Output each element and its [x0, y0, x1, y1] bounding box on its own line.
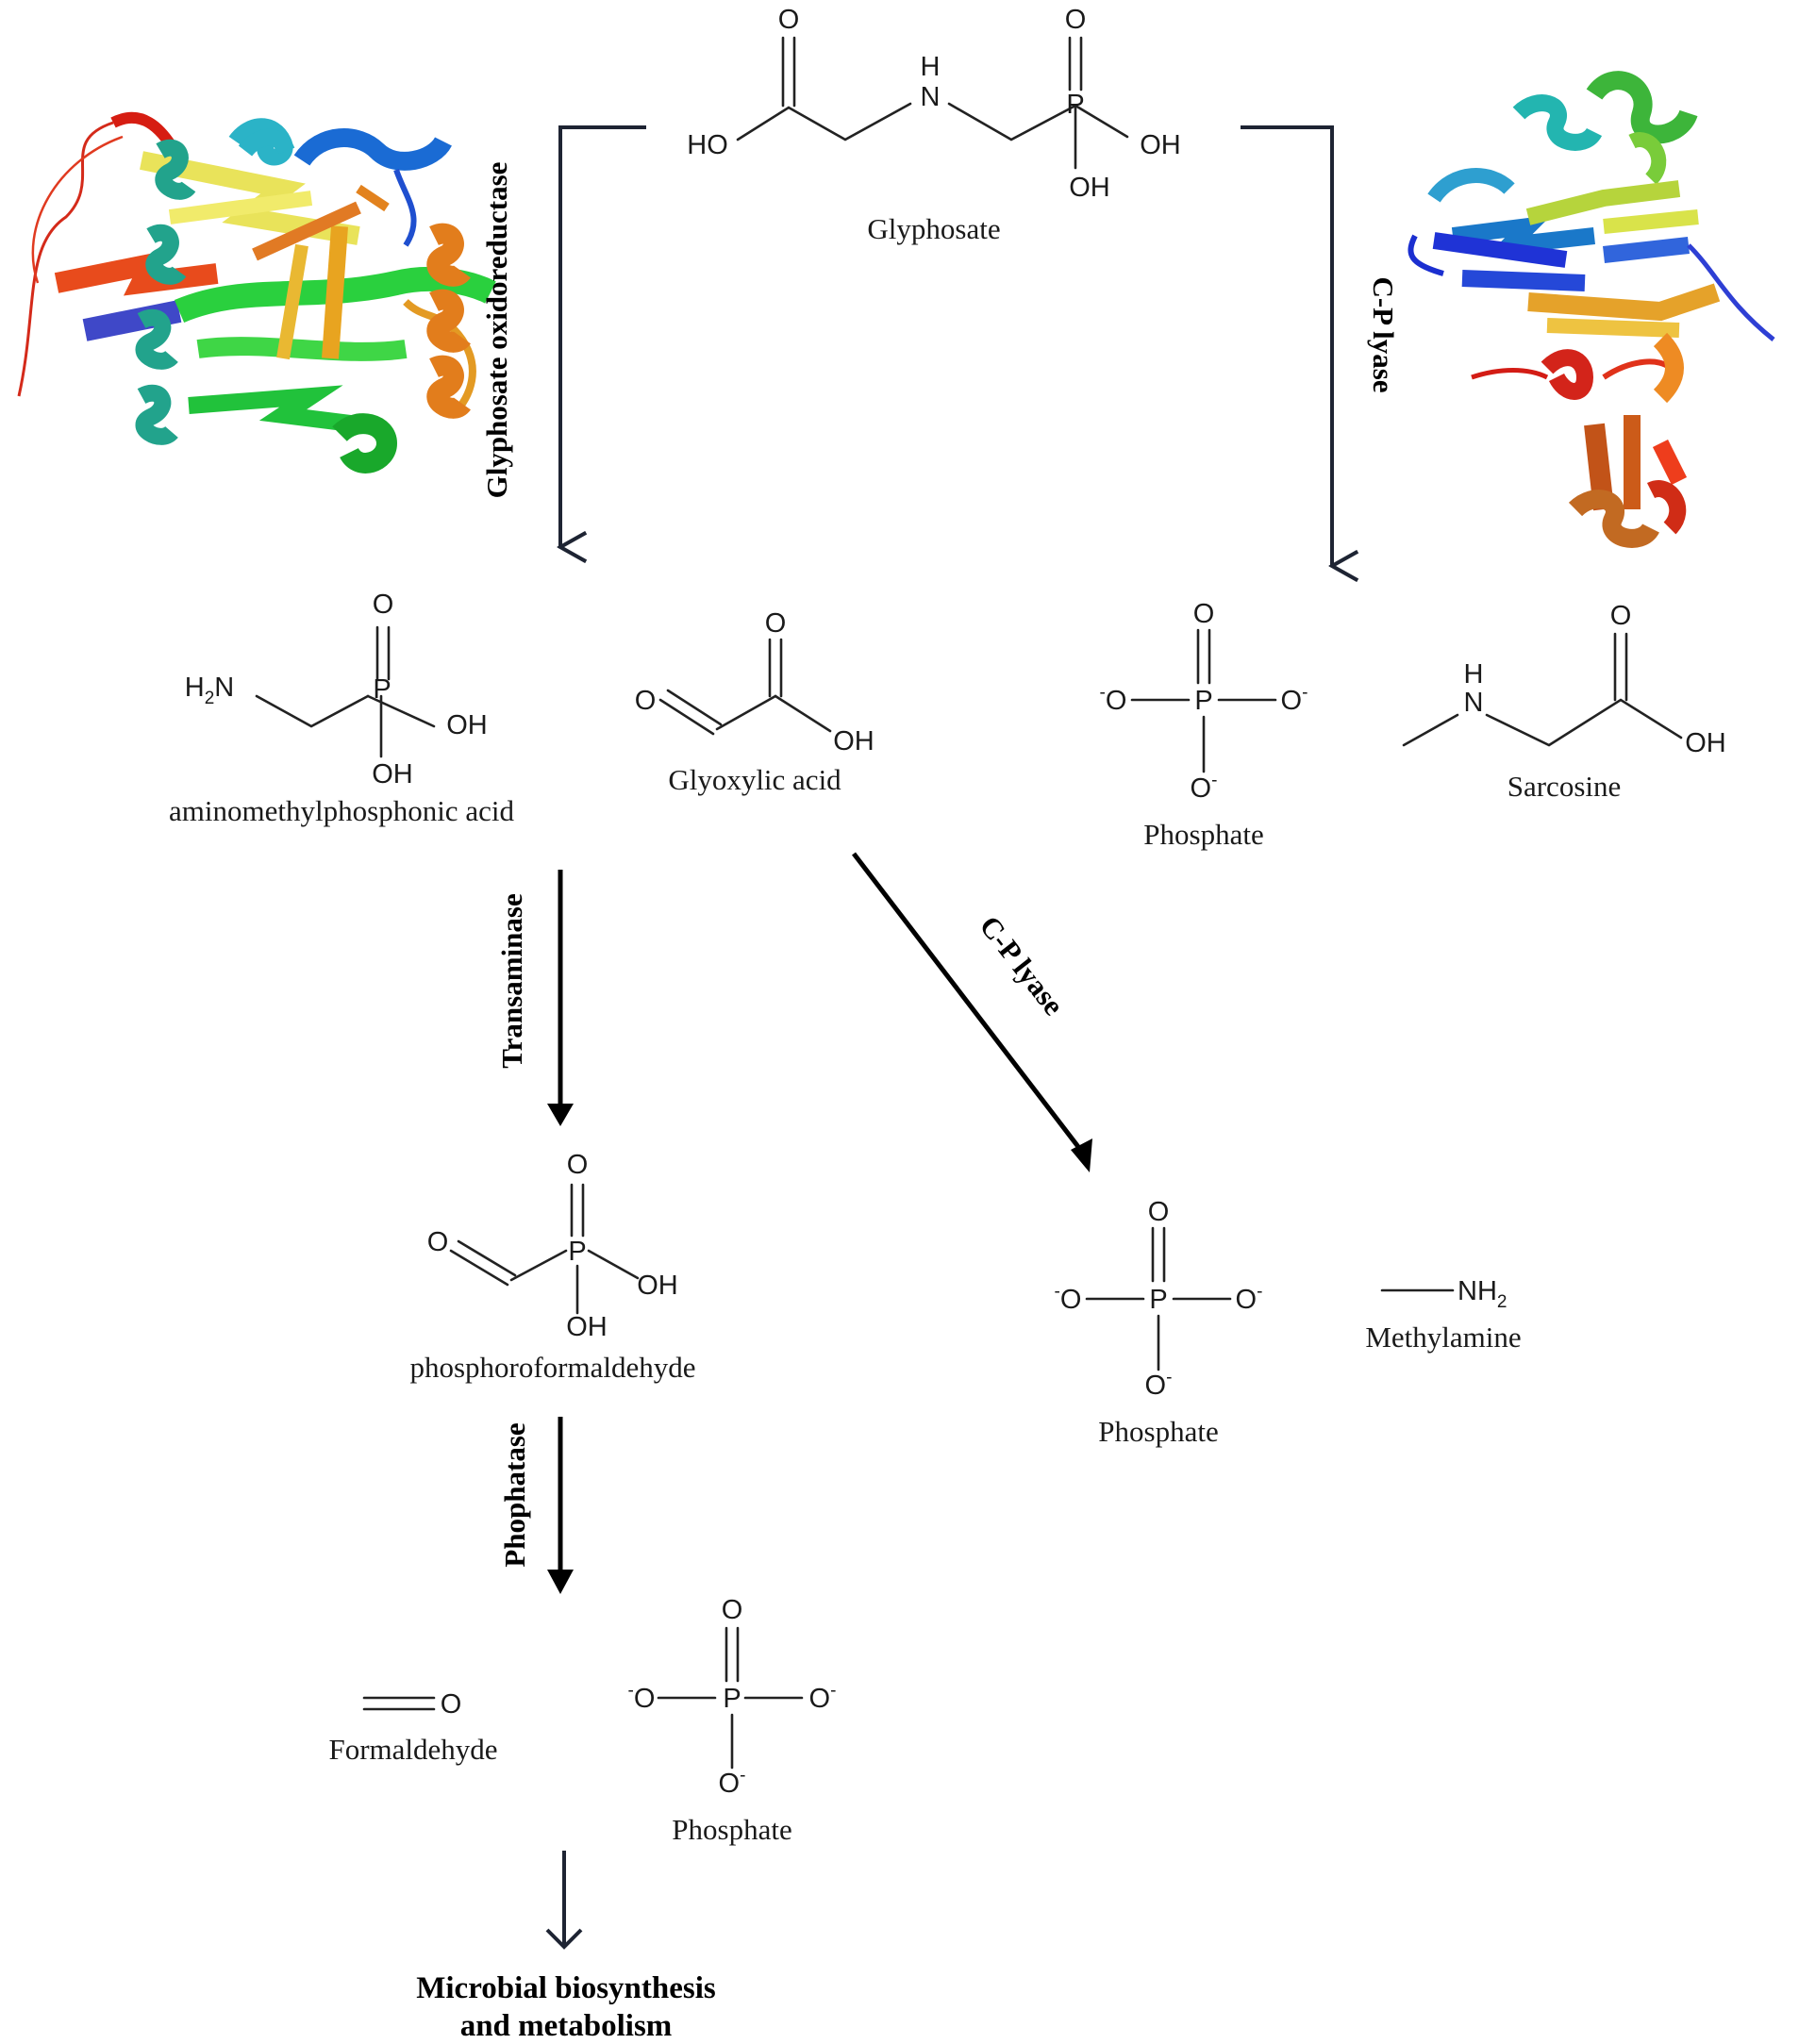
enzyme-label-transaminase: Transaminase: [495, 893, 528, 1068]
compound-name-phosphate-bottom: Phosphate: [672, 1813, 791, 1846]
atom-O: O-: [1281, 683, 1308, 716]
atom-O: O-: [1145, 1368, 1173, 1401]
atom-H: H2N: [185, 673, 234, 708]
compound-name-phosphoroformaldehyde: phosphoroformaldehyde: [409, 1351, 695, 1384]
phosphoroformaldehyde-structure: O P O OH OH: [427, 1150, 678, 1342]
atom-P: P: [1149, 1285, 1167, 1315]
atom-P: P: [1066, 90, 1084, 120]
atom-O: O: [722, 1595, 743, 1625]
compound-name-glyoxylic-acid: Glyoxylic acid: [668, 763, 841, 796]
atom-NH: NH2: [1458, 1276, 1507, 1312]
atom-N: N: [1464, 688, 1484, 718]
compound-name-phosphate-mid: Phosphate: [1098, 1415, 1218, 1448]
atom-OH: OH: [1685, 728, 1726, 758]
sarcosine-structure: H N O OH: [1402, 601, 1726, 758]
glyphosate-structure: O HO H N P O OH OH: [687, 5, 1181, 203]
atom-H: H: [921, 52, 941, 82]
atom-O: -O: [1100, 683, 1127, 716]
atom-OH: OH: [1069, 173, 1110, 203]
enzyme-label-cp-lyase-right: C-P lyase: [1367, 276, 1400, 392]
atom-O: O: [1193, 599, 1215, 629]
atom-O: O: [1148, 1197, 1170, 1227]
atom-OH: OH: [1140, 130, 1181, 160]
atom-O: O: [427, 1227, 449, 1257]
atom-O: O-: [719, 1766, 746, 1799]
compound-name-glyphosate: Glyphosate: [867, 212, 1000, 245]
compound-name-sarcosine: Sarcosine: [1507, 770, 1622, 803]
methylamine-structure: NH2: [1380, 1276, 1507, 1312]
protein-structure-right-image: [1408, 71, 1775, 548]
compound-name-methylamine: Methylamine: [1365, 1321, 1521, 1354]
atom-O: -O: [1055, 1282, 1082, 1315]
atom-O: O: [635, 686, 657, 716]
atom-P: P: [1194, 686, 1212, 716]
atom-P: P: [373, 674, 391, 705]
phosphate-bottom-structure: -O P O O- O-: [628, 1595, 837, 1799]
arrow-to-microbial-metabolism: [545, 1851, 583, 1950]
atom-O: O-: [1236, 1282, 1263, 1315]
glyoxylic-acid-structure: O O OH: [635, 608, 875, 756]
atom-O: O: [1610, 601, 1632, 631]
formaldehyde-structure: O: [362, 1689, 462, 1720]
arrow-glyphosate-to-sarcosine: [1241, 125, 1332, 566]
atom-O: O-: [1191, 771, 1218, 804]
atom-H: H: [1464, 659, 1484, 690]
atom-O: -O: [628, 1681, 656, 1714]
enzyme-label-cp-lyase-diagonal: C-P lyase: [974, 909, 1071, 1022]
ampa-structure: H2N P O OH OH: [185, 590, 488, 789]
atom-P: P: [723, 1684, 741, 1714]
compound-name-phosphate-top: Phosphate: [1143, 818, 1263, 851]
enzyme-label-glyphosate-oxidoreductase: Glyphosate oxidoreductase: [480, 162, 513, 499]
atom-O: O: [778, 5, 800, 35]
arrow-ampa-to-methylamine: [852, 852, 1092, 1172]
arrow-glyphosate-to-ampa: [560, 125, 646, 547]
final-product-line2: and metabolism: [460, 2009, 673, 2043]
atom-O: O: [373, 590, 394, 620]
atom-OH: OH: [833, 726, 875, 756]
atom-O: O: [567, 1150, 589, 1180]
atom-OH: OH: [566, 1312, 608, 1342]
compound-name-formaldehyde: Formaldehyde: [328, 1733, 497, 1766]
arrow-ampa-to-phosphoroformaldehyde: [547, 870, 574, 1126]
protein-structure-left-image: [17, 111, 496, 474]
enzyme-label-phosphatase: Phophatase: [498, 1422, 531, 1567]
compound-name-ampa: aminomethylphosphonic acid: [169, 794, 514, 827]
atom-OH: OH: [446, 710, 488, 740]
atom-HO: HO: [687, 130, 728, 160]
atom-OH: OH: [637, 1271, 678, 1301]
atom-O: O-: [809, 1681, 837, 1714]
atom-O: O: [1065, 5, 1087, 35]
atom-N: N: [921, 82, 941, 112]
atom-O: O: [441, 1689, 462, 1720]
arrow-phosphoroformaldehyde-to-formaldehyde: [547, 1417, 574, 1594]
phosphate-mid-structure: -O P O O- O-: [1055, 1197, 1263, 1401]
final-product-line1: Microbial biosynthesis: [416, 1971, 716, 2005]
atom-O: O: [765, 608, 787, 639]
phosphate-top-structure: -O P O O- O-: [1100, 599, 1308, 804]
atom-OH: OH: [372, 759, 413, 789]
atom-P: P: [568, 1237, 586, 1267]
